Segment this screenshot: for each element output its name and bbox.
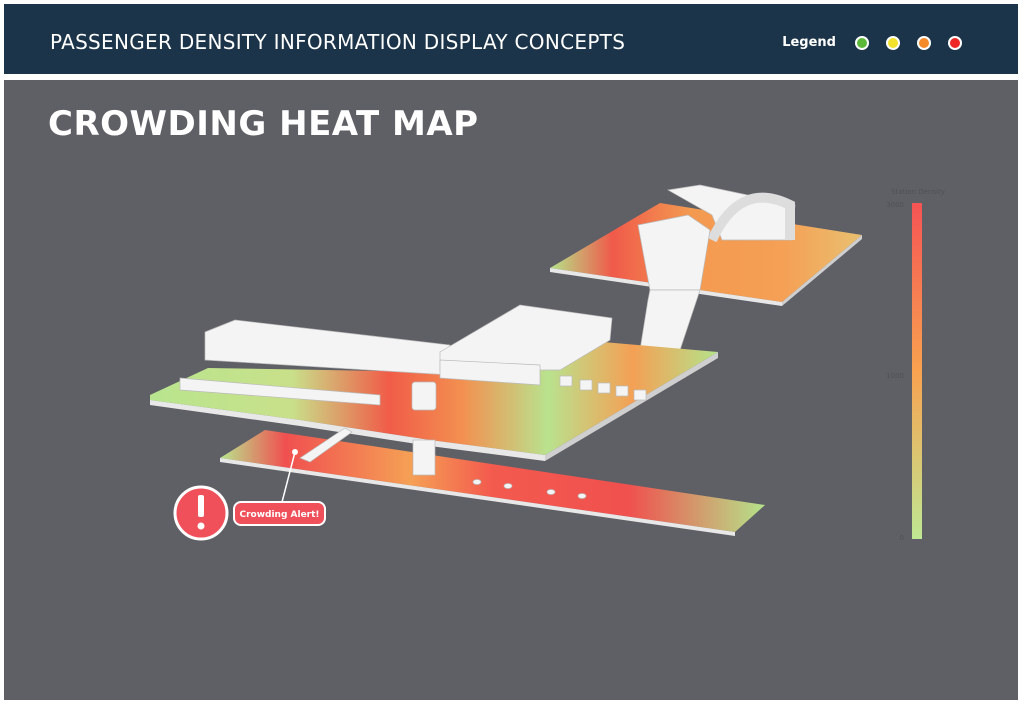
scale-min: 0	[900, 534, 904, 542]
header-title: PASSENGER DENSITY INFORMATION DISPLAY CO…	[50, 30, 626, 54]
legend-dot-red	[948, 35, 962, 50]
density-scale: Station Density 3000 1000 0	[886, 188, 945, 542]
scale-max: 3000	[886, 201, 904, 209]
scale-title: Station Density	[891, 188, 945, 196]
alert-label: Crowding Alert!	[239, 510, 319, 520]
upper-building	[637, 184, 796, 351]
legend: Legend	[782, 35, 962, 50]
lower-platform	[220, 430, 765, 536]
legend-dot-yellow	[886, 35, 900, 50]
legend-label: Legend	[782, 35, 836, 50]
header-bar: PASSENGER DENSITY INFORMATION DISPLAY CO…	[4, 4, 1018, 74]
scale-bar	[912, 203, 922, 539]
scale-mid: 1000	[886, 372, 904, 380]
crowding-alert[interactable]: Crowding Alert!	[173, 449, 326, 541]
legend-dot-green	[855, 35, 869, 50]
page-title: CROWDING HEAT MAP	[48, 104, 479, 144]
lower-details	[299, 427, 587, 499]
legend-dot-orange	[917, 35, 931, 50]
middle-buildings	[179, 304, 647, 411]
